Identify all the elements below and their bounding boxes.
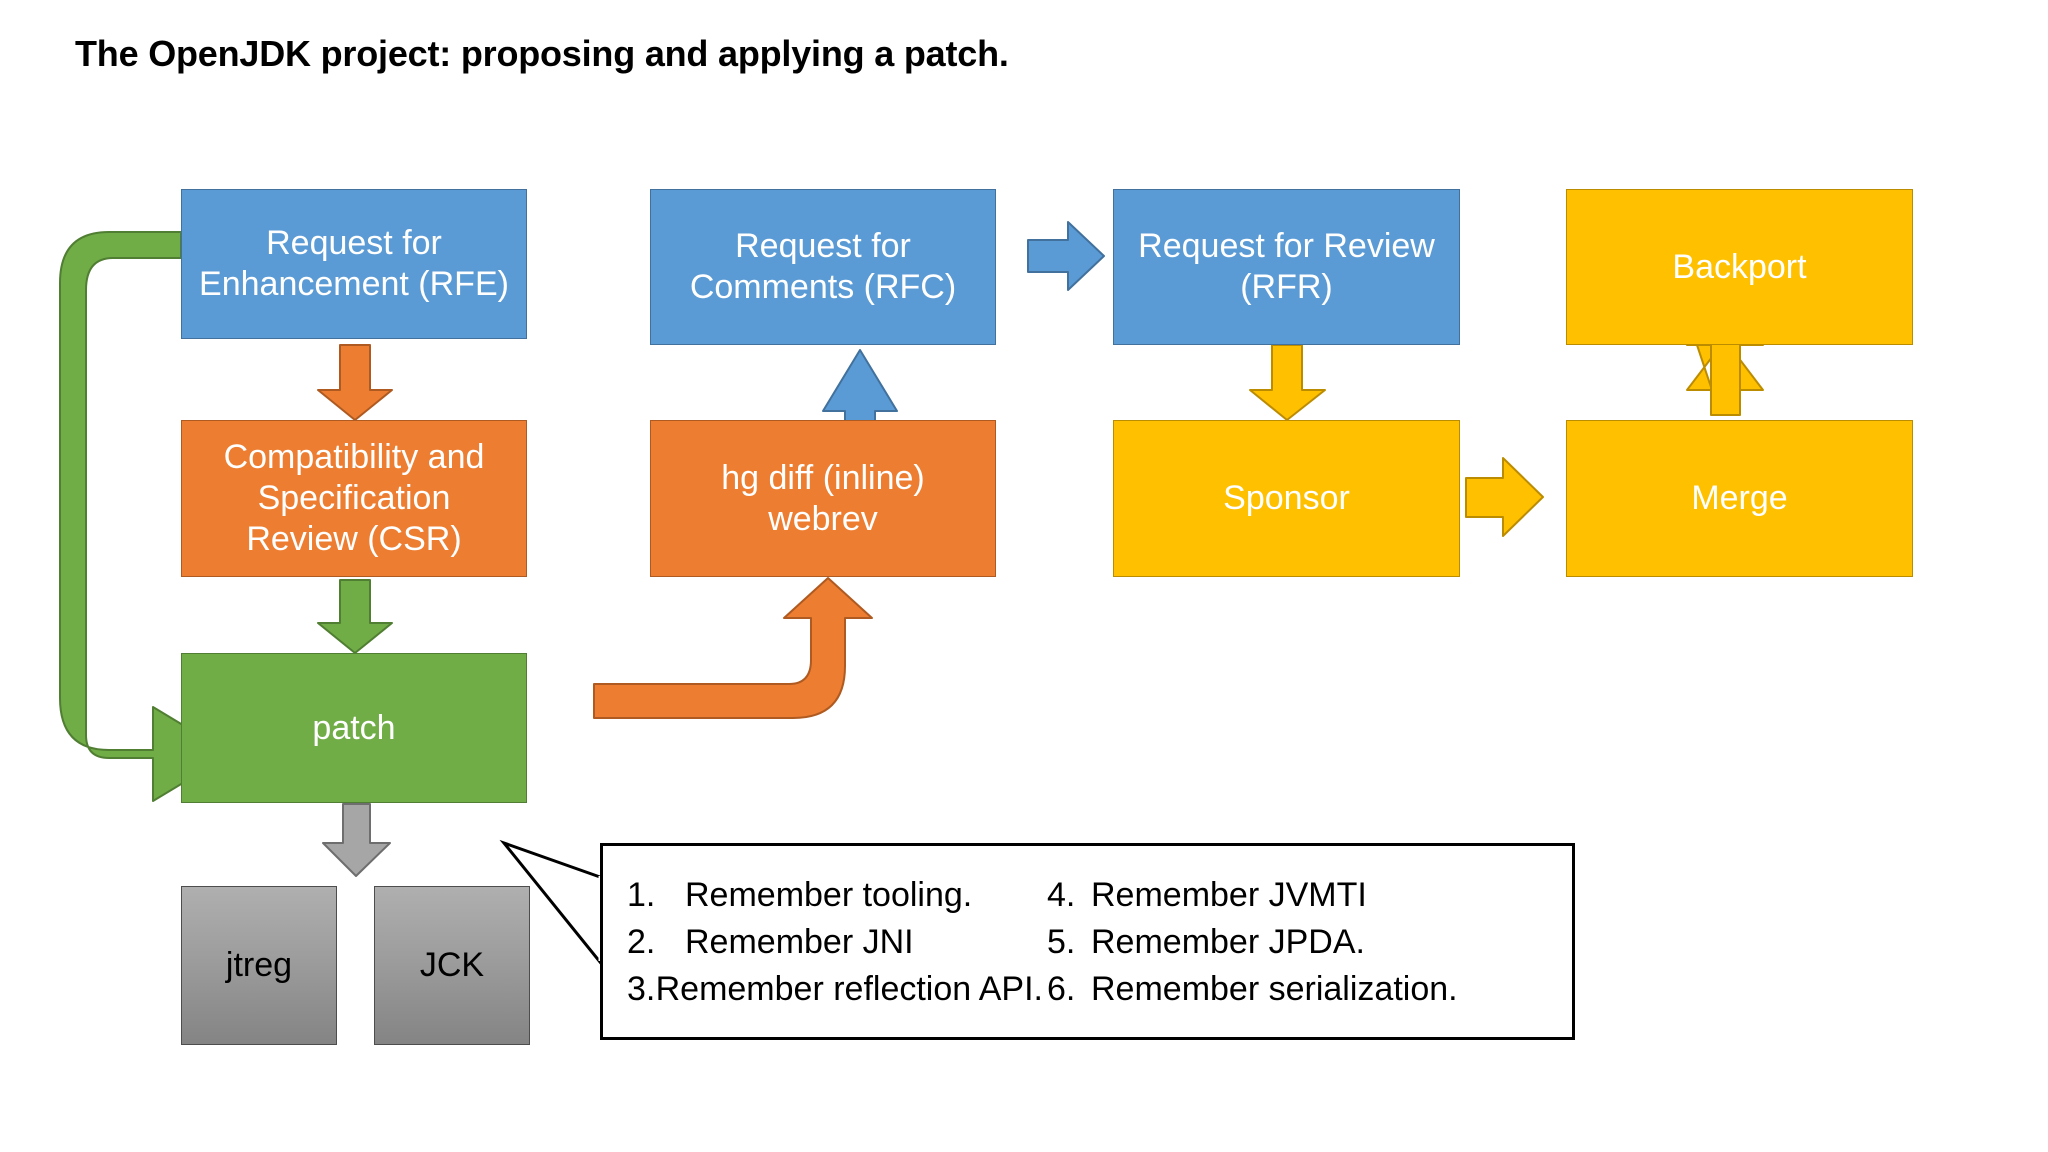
node-sponsor[interactable]: Sponsor xyxy=(1113,420,1460,577)
list-item: 5. Remember JPDA. xyxy=(1043,919,1568,966)
list-item-number: 2. xyxy=(627,923,656,961)
list-item-number: 5. xyxy=(1047,923,1076,961)
node-label-stack: Request for Review (RFR) xyxy=(1138,226,1435,308)
page-title: The OpenJDK project: proposing and apply… xyxy=(75,33,1009,74)
list-item-text: Remember JVMTI xyxy=(1091,876,1367,914)
list-item: 1. Remember tooling. xyxy=(613,872,1043,919)
connector-rfe-to-csr xyxy=(317,344,393,421)
node-label: patch xyxy=(312,708,396,747)
node-request-for-review[interactable]: Request for Review (RFR) xyxy=(1113,189,1460,345)
node-label-line: Request for xyxy=(266,224,442,263)
node-label-stack: hg diff (inline) webrev xyxy=(721,458,925,540)
list-item-text: Remember tooling. xyxy=(685,876,973,914)
node-label-line: Comments (RFC) xyxy=(689,268,957,306)
node-label-line: Request for xyxy=(735,227,911,266)
node-merge[interactable]: Merge xyxy=(1566,420,1913,577)
node-backport[interactable]: Backport xyxy=(1566,189,1913,345)
connector-csr-to-patch xyxy=(317,579,393,654)
node-hg-diff-webrev[interactable]: hg diff (inline) webrev xyxy=(650,420,996,577)
node-label-line: Specification xyxy=(257,479,451,518)
node-compatibility-specification-review[interactable]: Compatibility and Specification Review (… xyxy=(181,420,527,577)
connector-merge-to-backport xyxy=(1686,339,1764,391)
connector-patch-to-hgdiff xyxy=(593,577,873,719)
node-label: jtreg xyxy=(225,946,293,985)
list-item-text: Remember reflection API. xyxy=(655,970,1043,1008)
connector-sponsor-to-merge xyxy=(1465,457,1544,537)
node-jtreg[interactable]: jtreg xyxy=(181,886,337,1045)
connector-rfc-to-rfr xyxy=(1027,221,1105,291)
node-label-line: hg diff (inline) xyxy=(721,458,925,497)
node-label-stack: Request for Enhancement (RFE) xyxy=(199,223,509,305)
node-label: Sponsor xyxy=(1223,479,1350,518)
node-label-line: Request for Review xyxy=(1138,227,1435,266)
node-request-for-enhancement[interactable]: Request for Enhancement (RFE) xyxy=(181,189,527,339)
node-label: Merge xyxy=(1691,479,1788,518)
node-label-line: Review (CSR) xyxy=(246,519,462,558)
node-label-line: (RFR) xyxy=(1240,268,1333,306)
list-item-text: Remember JNI xyxy=(685,923,914,961)
list-item-number: 6. xyxy=(1047,970,1076,1008)
list-item-text: Remember JPDA. xyxy=(1091,923,1365,961)
node-jck[interactable]: JCK xyxy=(374,886,530,1045)
list-item: 3. Remember reflection API. xyxy=(613,966,1043,1013)
node-label-line: Compatibility and xyxy=(223,438,485,477)
node-request-for-comments[interactable]: Request for Comments (RFC) xyxy=(650,189,996,345)
connector-patch-to-tests xyxy=(322,803,391,877)
list-item-text: Remember serialization. xyxy=(1091,970,1458,1008)
list-item: 6. Remember serialization. xyxy=(1043,966,1568,1013)
list-item-number: 3. xyxy=(627,970,656,1008)
node-label: Backport xyxy=(1672,247,1807,286)
node-label-stack: Request for Comments (RFC) xyxy=(690,226,956,308)
reminder-list: 1. Remember tooling. 4. Remember JVMTI 2… xyxy=(613,872,1568,1013)
node-label-line: webrev xyxy=(768,499,878,538)
node-label: JCK xyxy=(419,946,485,985)
list-item: 2. Remember JNI xyxy=(613,919,1043,966)
reminder-callout: 1. Remember tooling. 4. Remember JVMTI 2… xyxy=(600,843,1575,1040)
node-label-stack: Compatibility and Specification Review (… xyxy=(224,437,485,559)
list-item-number: 1. xyxy=(627,876,656,914)
list-item: 4. Remember JVMTI xyxy=(1043,872,1568,919)
connector-rfr-to-sponsor xyxy=(1249,344,1326,421)
node-label-line: Enhancement (RFE) xyxy=(199,265,509,303)
list-item-number: 4. xyxy=(1047,876,1076,914)
node-patch[interactable]: patch xyxy=(181,653,527,803)
